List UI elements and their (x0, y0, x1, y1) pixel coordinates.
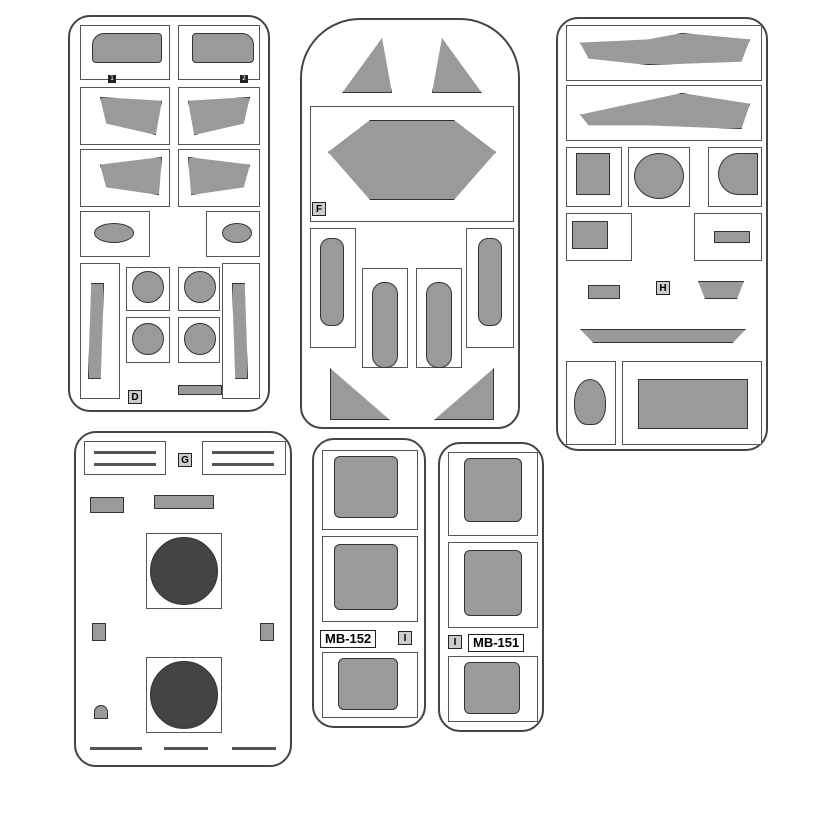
wing-tip-part (330, 368, 390, 420)
rod-part (90, 747, 142, 750)
wing-root-part (432, 38, 482, 93)
small-part (94, 705, 108, 719)
gun-barrel-part (212, 463, 274, 466)
cowling-part (464, 662, 520, 714)
oval-part (94, 223, 134, 243)
model-label: MB-151 (468, 634, 525, 652)
small-part (90, 497, 124, 513)
sprue-letter: H (656, 281, 670, 295)
wheel-part (132, 271, 164, 303)
sprue-letter: I (398, 631, 412, 645)
seat-part (572, 221, 608, 249)
undercarriage-door (478, 238, 502, 326)
tailwheel-part (178, 385, 222, 395)
wing-tip-part (434, 368, 494, 420)
small-part (260, 623, 274, 641)
sprue-f-frame: F (300, 18, 520, 429)
rod-part (232, 747, 276, 750)
exhaust-part (714, 231, 750, 243)
wheel-well-part (92, 33, 162, 63)
part-number: 2 (240, 75, 248, 83)
cowling-part (464, 550, 522, 616)
small-part (154, 495, 214, 509)
sprue-h-frame: H (556, 17, 768, 451)
sprue-i-mb151-frame: I MB-151 (438, 442, 544, 732)
undercarriage-door (320, 238, 344, 326)
sprue-letter: D (128, 390, 142, 404)
gun-barrel-part (212, 451, 274, 454)
engine-rear-part (150, 661, 218, 729)
wing-root-part (342, 38, 392, 93)
cowling-part (338, 658, 398, 710)
scoop-part (698, 281, 744, 299)
fuselage-panel (426, 282, 452, 368)
sprue-i-mb152-frame: MB-152 I (312, 438, 426, 728)
rod-part (164, 747, 208, 750)
sprue-letter: I (448, 635, 462, 649)
sprue-g-frame: G (74, 431, 292, 767)
cowling-part (334, 456, 398, 518)
sprue-letter: F (312, 202, 326, 216)
wheel-part (184, 271, 216, 303)
gun-barrel-part (94, 451, 156, 454)
sprue-g-cell (202, 441, 286, 475)
bulkhead-part (576, 153, 610, 195)
gun-barrel-part (94, 463, 156, 466)
fuselage-panel (372, 282, 398, 368)
part-number: 1 (108, 75, 116, 83)
engine-front-part (150, 537, 218, 605)
sprue-d-frame: 1 2 D (68, 15, 270, 412)
small-part (92, 623, 106, 641)
sprue-g-cell (84, 441, 166, 475)
wheel-part (132, 323, 164, 355)
sprue-letter: G (178, 453, 192, 467)
half-round-part (718, 153, 758, 195)
cowling-part (464, 458, 522, 522)
tailplane-part (580, 329, 746, 343)
cowling-part (334, 544, 398, 610)
cowl-ring-part (574, 379, 606, 425)
round-plate-part (634, 153, 684, 199)
radiator-part (588, 285, 620, 299)
model-label: MB-152 (320, 630, 377, 648)
wheel-part (184, 323, 216, 355)
wheel-well-part (192, 33, 254, 63)
oval-part (222, 223, 252, 243)
instrument-panel-part (638, 379, 748, 429)
